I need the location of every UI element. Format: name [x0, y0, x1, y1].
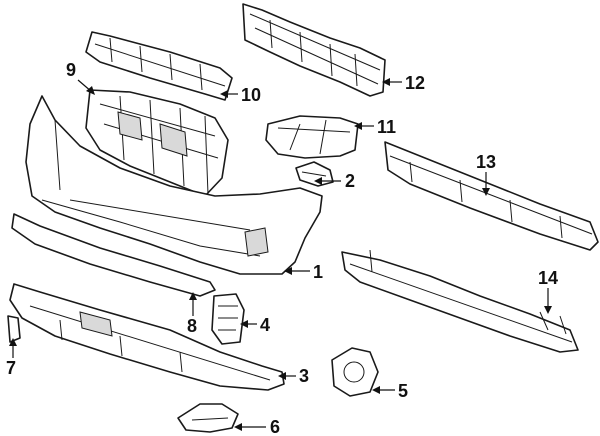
callout-2: 2 [345, 171, 355, 191]
part-8-lower-strip [11, 213, 216, 297]
callout-3: 3 [299, 366, 309, 386]
part-7-end-cap [7, 315, 21, 343]
part-13-reinforcement-beam [384, 141, 599, 251]
callout-9: 9 [66, 60, 76, 80]
callout-6: 6 [270, 417, 280, 436]
callout-11: 11 [377, 117, 396, 137]
part-4-light-bracket [211, 293, 245, 345]
callout-12: 12 [405, 73, 425, 93]
callout-1: 1 [313, 262, 323, 282]
callout-5: 5 [398, 381, 408, 401]
callout-13: 13 [476, 152, 496, 172]
part-14-lower-beam [341, 249, 579, 353]
part-9-grille-bracket [85, 89, 229, 197]
part-3-lower-valance [9, 283, 285, 391]
part-11-air-duct [265, 115, 359, 159]
callout-4: 4 [260, 315, 270, 335]
part-2-clip [295, 161, 334, 187]
part-10-support-bar [85, 31, 233, 101]
callout-8: 8 [187, 316, 197, 336]
part-1-bumper-cover [25, 95, 323, 275]
part-6-lower-bracket [177, 403, 239, 433]
callout-leaders [9, 78, 552, 431]
callout-10: 10 [241, 85, 261, 105]
callout-7: 7 [6, 358, 16, 378]
part-12-upper-bracket [242, 3, 386, 97]
callout-14: 14 [538, 268, 558, 288]
part-5-fog-lamp-housing [331, 347, 379, 397]
